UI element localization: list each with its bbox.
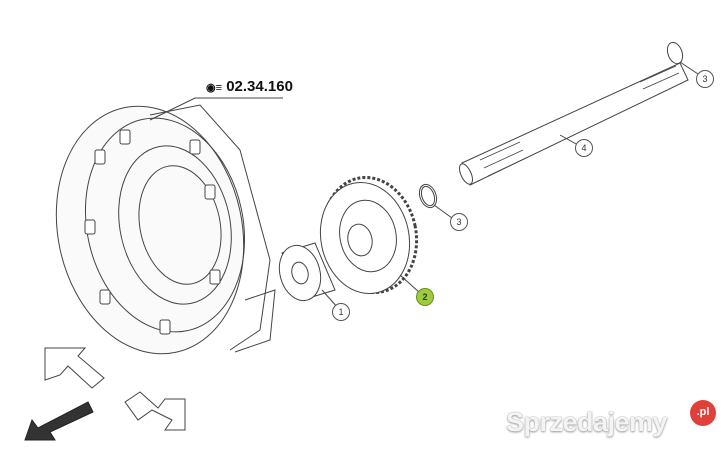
shaft-part-4 [459,62,689,186]
callout-1[interactable]: 1 [332,303,350,321]
reference-code[interactable]: ◉≡ 02.34.160 [206,78,293,95]
watermark-text: Sprzedajemy [506,407,668,437]
callout-4[interactable]: 4 [575,139,593,157]
gear-part-2 [319,175,421,295]
callout-3b[interactable]: 3 [450,213,468,231]
nav-arrow-up-left-icon[interactable] [44,347,105,389]
nav-arrow-down-left-icon[interactable] [24,401,94,441]
callout-2[interactable]: 2 [416,288,434,306]
eye-icon: ◉≡ [206,82,223,94]
watermark-badge: .pl [690,400,716,426]
bearing-part-1 [278,242,339,309]
snap-ring-part-3-top [666,41,699,75]
callout-3a[interactable]: 3 [696,70,714,88]
reference-leader-line [149,97,283,121]
gearbox-housing [55,104,276,355]
snap-ring-part-3 [418,183,453,219]
nav-arrow-down-right-icon[interactable] [124,391,186,431]
